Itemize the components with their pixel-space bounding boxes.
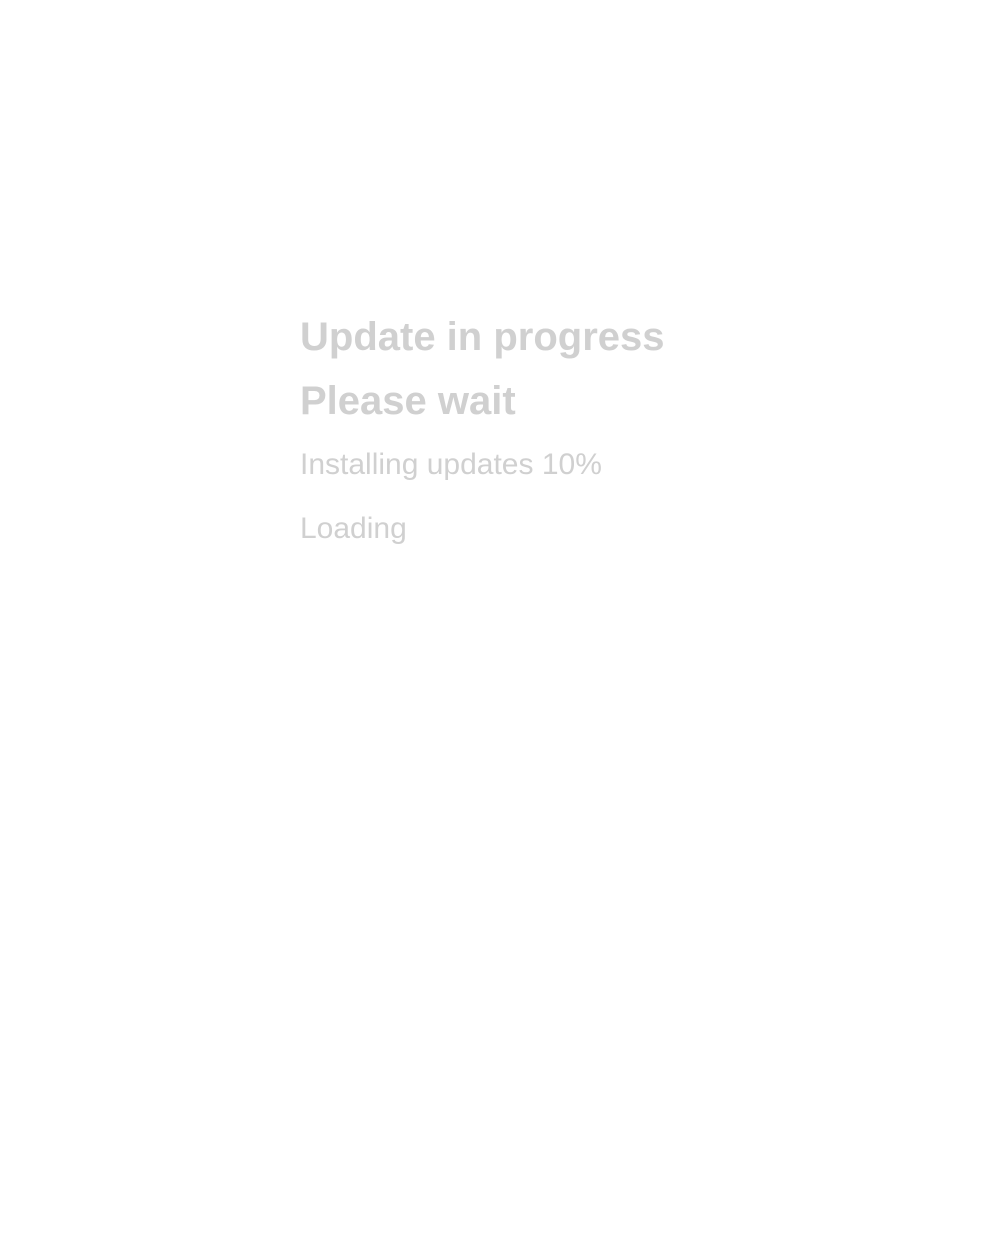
subtext-line-2: Loading (300, 512, 407, 545)
heading-line-2: Please wait (300, 379, 516, 423)
heading-line-1: Update in progress (300, 315, 665, 359)
faded-splash-content: Update in progress Please wait Installin… (300, 305, 740, 561)
subtext-line-1: Installing updates 10% (300, 448, 602, 481)
